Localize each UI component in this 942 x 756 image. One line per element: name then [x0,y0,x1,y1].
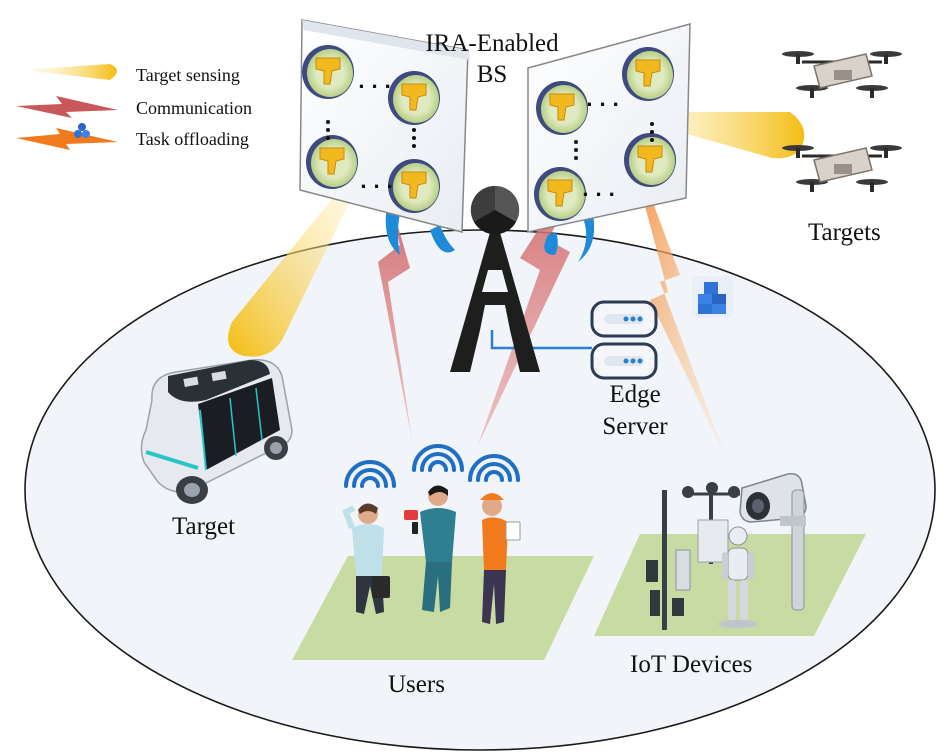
wifi-signal-icon [412,444,464,472]
wifi-signal-icon [344,460,396,488]
iot-label: IoT Devices [630,651,753,678]
bs-label-line2: BS [476,61,508,88]
legend-offloading-icon [16,123,118,150]
wifi-signal-icon [468,454,520,482]
edge-label-line1: Edge [609,381,661,408]
antenna-lobe-left-2 [430,225,455,253]
targets-label: Targets [808,219,881,246]
user-worker-icon [404,485,456,612]
svg-text:. . .: . . . [358,72,391,93]
svg-text:. . .: . . . [360,172,393,193]
antenna-lobe-right-1 [544,232,558,255]
antenna-element-icon [624,133,676,187]
antenna-element-icon [306,135,358,189]
antenna-element-icon [302,45,354,99]
element-ellipsis-vertical [326,120,654,160]
communication-link-right [478,115,612,445]
users-label: Users [388,671,445,698]
task-cubes-icon [692,276,734,318]
legend-communication-icon [16,96,118,118]
edge-label-line2: Server [602,413,668,440]
user-businessman-icon [342,503,390,614]
humanoid-robot-icon [718,526,758,628]
legend-offloading-label: Task offloading [136,129,249,149]
base-station-tower [450,185,540,372]
antenna-element-icon [536,81,588,135]
user-engineer-icon [480,493,521,624]
antenna-element-icon [534,167,586,221]
legend-communication-label: Communication [136,98,252,118]
drone-icon [782,51,902,98]
svg-text:. . .: . . . [582,180,615,201]
autonomous-vehicle-icon [140,359,293,504]
element-ellipsis: . . . . . . . . . . . . [358,72,619,201]
antenna-lobe-right-2 [578,210,595,262]
target-label: Target [172,513,236,540]
weather-station-icon [646,482,740,630]
bs-label-line1: IRA-Enabled [425,30,559,57]
legend-sensing-icon [22,64,117,80]
legend-sensing-label: Target sensing [136,65,240,85]
antenna-element-icon [388,71,440,125]
drone-icon [782,145,902,192]
svg-text:. . .: . . . [586,90,619,111]
edge-server-icon [590,300,658,380]
antenna-element-icon [622,47,674,101]
surveillance-camera-icon [739,472,807,611]
antenna-element-icon [388,159,440,213]
